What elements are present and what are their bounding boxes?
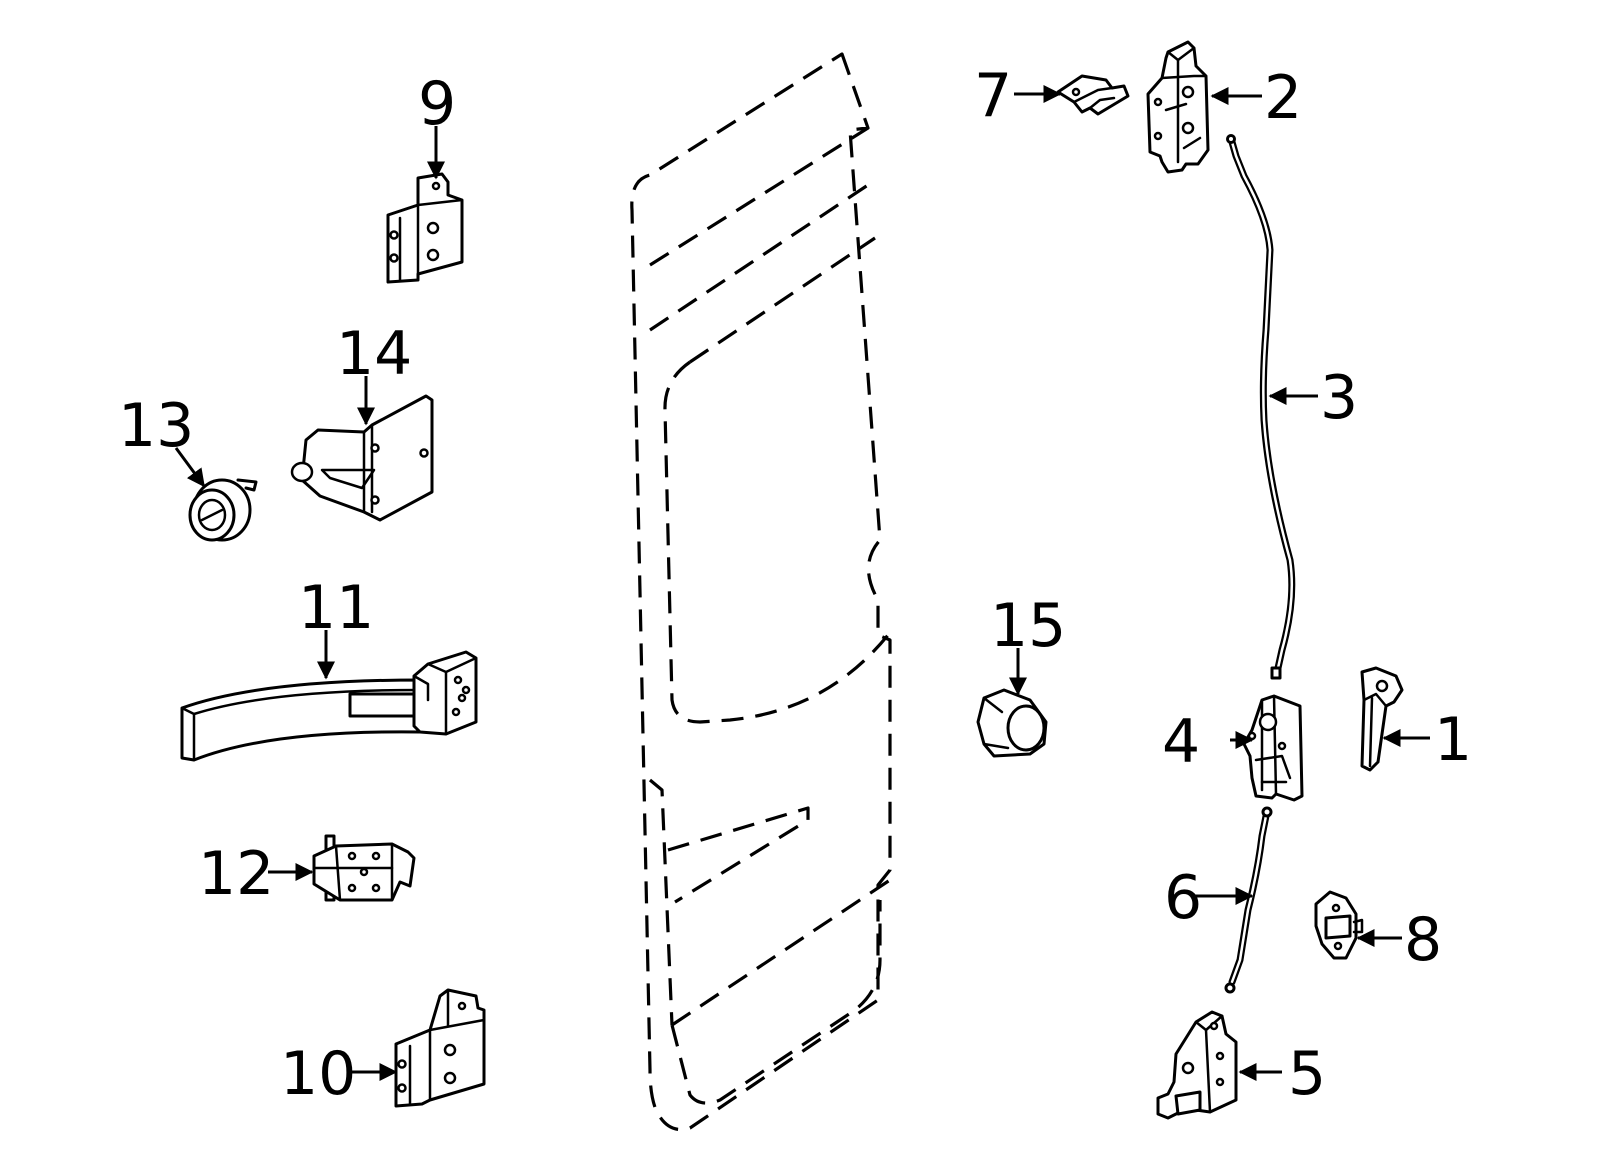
callout-13: 13 [118, 391, 194, 461]
callout-8: 8 [1404, 905, 1442, 975]
part-2-upper-latch [1146, 40, 1210, 174]
part-5-lower-latch [1156, 1010, 1238, 1120]
part-3-upper-latch-cable [1226, 134, 1296, 680]
part-13-round-bumper [188, 478, 258, 542]
part-12-small-hinge [312, 834, 416, 902]
callout-2: 2 [1264, 63, 1302, 133]
callout-12: 12 [198, 839, 274, 909]
callout-1: 1 [1434, 705, 1472, 775]
part-8-striker-plate [1314, 890, 1364, 960]
part-1-handle-lever [1360, 666, 1404, 772]
part-14-door-check-bracket [290, 394, 434, 522]
rear-door-outline [630, 52, 894, 1132]
part-10-lower-hinge [394, 988, 486, 1108]
part-15-rubber-plug [976, 688, 1048, 758]
callout-6: 6 [1164, 863, 1202, 933]
callout-9: 9 [418, 69, 456, 139]
leader-13 [174, 447, 206, 488]
callout-labels: 1 2 3 4 5 6 7 8 9 10 11 12 13 14 15 [118, 61, 1472, 1109]
callout-11: 11 [298, 573, 374, 643]
callout-4: 4 [1162, 707, 1200, 777]
part-9-upper-hinge [386, 172, 464, 284]
callout-3: 3 [1320, 363, 1358, 433]
part-4-inside-handle-housing [1242, 694, 1304, 802]
part-7-small-bracket [1056, 74, 1130, 116]
callout-10: 10 [280, 1039, 356, 1109]
callout-5: 5 [1288, 1039, 1326, 1109]
leader-lines [174, 85, 1430, 1081]
callout-15: 15 [990, 591, 1066, 661]
callout-14: 14 [336, 319, 412, 389]
part-11-door-check-strap [180, 650, 478, 762]
callout-7: 7 [974, 61, 1012, 131]
part-6-lower-latch-cable [1224, 806, 1273, 994]
